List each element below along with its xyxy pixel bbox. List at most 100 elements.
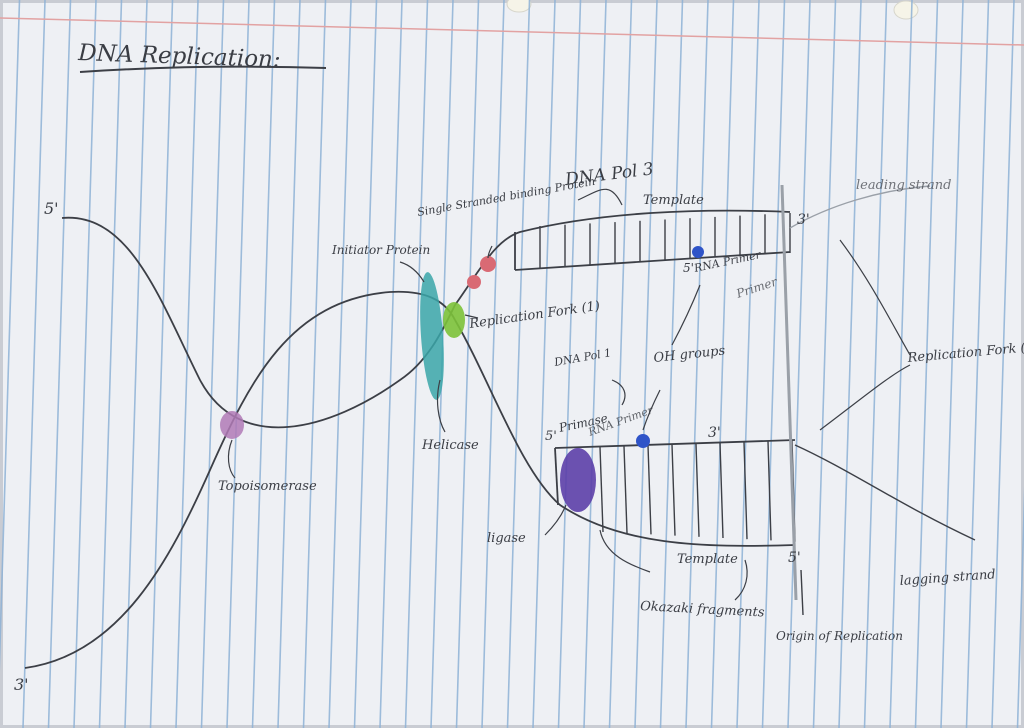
ruled-line	[787, 0, 811, 728]
ruled-line	[73, 0, 97, 728]
ssb-protein-1	[467, 275, 481, 289]
pointer-lines	[227, 188, 748, 601]
initiator-pointer	[399, 261, 425, 283]
ruled-line	[583, 0, 607, 728]
label-template-bottom: Template	[677, 552, 738, 567]
origin-line	[780, 184, 798, 601]
okazaki-base-pair	[599, 446, 604, 533]
okazaki-pointer-2	[734, 559, 748, 601]
end-label-lagging-top: 3'	[708, 425, 721, 441]
label-helicase: Helicase	[421, 438, 479, 453]
ruled-line	[0, 0, 21, 672]
label-initiator-protein: Initiator Protein	[331, 243, 430, 257]
lagging-strand-fork	[454, 319, 796, 547]
okazaki-base-pair	[671, 444, 676, 536]
leading-new-strand	[514, 251, 791, 271]
ruled-line	[1016, 486, 1024, 728]
ruled-line	[736, 0, 760, 728]
ruled-line	[889, 0, 913, 728]
ruled-line	[353, 0, 378, 728]
ruled-line	[812, 0, 837, 728]
ligase-pointer	[544, 504, 567, 536]
ruled-line	[22, 0, 46, 728]
ruled-line	[634, 0, 658, 728]
end-label-bottom-left: 3'	[14, 675, 29, 694]
origin-line-2	[800, 569, 804, 616]
rna-primer-dot-top	[692, 246, 704, 258]
ruled-line	[608, 0, 633, 728]
ruled-line	[251, 0, 276, 728]
ruled-line	[863, 0, 888, 728]
end-label-lagging-bottom: 5'	[788, 550, 801, 566]
double-helix	[24, 217, 456, 669]
ruled-line	[379, 0, 403, 728]
rna-primer-top-pointer	[671, 284, 701, 346]
ruled-line	[328, 0, 352, 728]
ruled-line	[149, 0, 174, 728]
label-origin-of-replication: Origin of Replication	[776, 629, 903, 643]
ssb-pointer	[487, 245, 493, 259]
ruled-line	[659, 0, 684, 728]
ruled-line	[124, 0, 148, 728]
ruled-line	[685, 0, 709, 728]
label-lagging-strand: lagging strand	[899, 567, 996, 589]
margin-line	[0, 17, 1024, 46]
initiator-protein-blob	[420, 272, 444, 400]
topoisomerase-pointer	[227, 439, 236, 479]
okazaki-base-pair	[647, 445, 652, 535]
ruled-line	[404, 0, 429, 728]
helicase-pointer	[436, 379, 446, 433]
fork2-pointer-lines	[819, 239, 911, 431]
ruled-line	[226, 0, 250, 728]
ruled-line	[277, 0, 301, 728]
lagging-new-strand	[554, 439, 796, 449]
ruled-line	[710, 0, 735, 728]
end-label-leading-right: 3'	[797, 212, 810, 228]
ruled-line	[506, 0, 531, 728]
ruled-line	[761, 0, 786, 728]
fork1-pointer	[464, 314, 479, 319]
label-leading-strand: leading strand	[856, 178, 951, 193]
helix-strand-a	[61, 217, 456, 429]
ruled-line	[175, 0, 199, 728]
dnapol1-pointer	[611, 379, 626, 406]
okazaki-base-pair	[767, 441, 772, 541]
ruled-line	[481, 0, 505, 728]
helix-strand-b	[24, 290, 456, 669]
ruled-line	[991, 0, 1015, 728]
okazaki-base-pair	[719, 442, 724, 539]
okazaki-pointer-1	[599, 529, 651, 573]
ruled-line	[47, 0, 72, 728]
end-label-primase-5: 5'	[545, 429, 557, 444]
rna-primer-dot-bottom	[636, 434, 650, 448]
end-label-top-left: 5'	[44, 199, 59, 218]
helicase-blob	[443, 302, 465, 338]
ruled-line	[532, 0, 556, 728]
ruled-line	[302, 0, 327, 728]
ligase-blob	[560, 448, 596, 512]
ruled-line	[965, 0, 990, 728]
lagging-box-left	[554, 447, 559, 506]
ruled-line	[838, 0, 862, 728]
ruled-line	[557, 0, 582, 728]
end-label-rna-primer-5: 5'	[683, 261, 694, 275]
oh-groups-pointer	[642, 389, 661, 431]
leading-base-pairs	[539, 213, 791, 268]
okazaki-base-pair	[623, 446, 628, 534]
binder-hole-right	[893, 0, 919, 20]
label-topoisomerase: Topoisomerase	[218, 479, 317, 494]
label-ligase: ligase	[487, 531, 526, 546]
dnapol3-bracket	[577, 188, 623, 206]
ruled-line	[914, 0, 939, 728]
okazaki-base-pair	[695, 443, 700, 537]
lagging-template-strand	[454, 319, 796, 547]
ruled-line	[98, 0, 123, 728]
label-template-top: Template	[643, 193, 704, 208]
ruled-line	[200, 0, 225, 728]
ruled-line	[455, 0, 480, 728]
title-underline	[79, 65, 327, 73]
ruled-line	[940, 0, 964, 728]
